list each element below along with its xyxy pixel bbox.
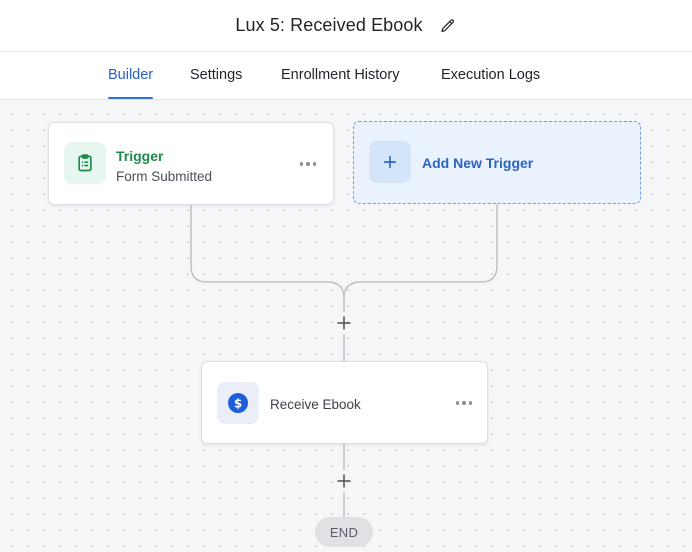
add-step-plus-icon[interactable]	[334, 471, 354, 491]
workflow-canvas[interactable]: Trigger Form Submitted Add New Trigger $…	[0, 100, 692, 552]
end-node: END	[315, 517, 373, 547]
pencil-icon[interactable]	[439, 17, 457, 35]
workflow-title: Lux 5: Received Ebook	[235, 15, 423, 35]
more-horizontal-icon[interactable]	[296, 156, 320, 172]
add-new-trigger-button[interactable]: Add New Trigger	[353, 121, 641, 204]
trigger-title: Trigger	[116, 148, 164, 164]
trigger-subtitle: Form Submitted	[116, 169, 213, 184]
trigger-card[interactable]: Trigger Form Submitted	[48, 122, 334, 205]
add-step-plus-icon[interactable]	[334, 313, 354, 333]
dollar-circle-icon: $	[217, 382, 259, 424]
tab-settings[interactable]: Settings	[190, 67, 243, 83]
action-card[interactable]: $ Receive Ebook	[201, 361, 488, 444]
tab-bar: Builder Settings Enrollment History Exec…	[0, 52, 692, 100]
svg-text:$: $	[234, 397, 242, 411]
tab-builder[interactable]: Builder	[108, 52, 154, 100]
more-horizontal-icon[interactable]	[452, 395, 476, 411]
tab-execution-logs[interactable]: Execution Logs	[441, 67, 541, 83]
action-label: Receive Ebook	[270, 397, 361, 412]
header: Lux 5: Received Ebook	[0, 0, 692, 52]
add-new-trigger-label: Add New Trigger	[422, 155, 534, 171]
plus-icon	[369, 141, 411, 183]
clipboard-list-icon	[64, 142, 106, 184]
connector-lines	[190, 204, 498, 517]
tab-enrollment-history[interactable]: Enrollment History	[281, 67, 400, 83]
